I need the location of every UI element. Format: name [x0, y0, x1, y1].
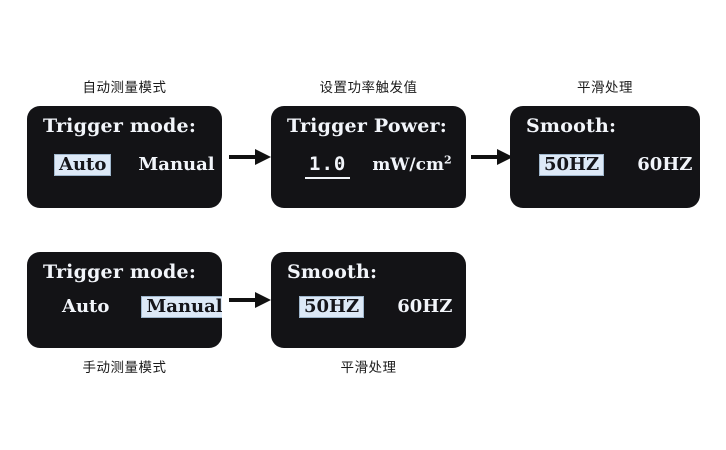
option-row: 50HZ 60HZ	[510, 154, 700, 176]
screen-title: Smooth:	[526, 115, 617, 137]
caption-manual-measurement-mode: 手动测量模式	[82, 360, 167, 376]
trigger-power-value[interactable]: 1.0	[305, 155, 351, 179]
arrow-right-icon	[229, 149, 271, 165]
screen-title: Trigger mode:	[43, 115, 197, 137]
option-row: 50HZ 60HZ	[271, 296, 466, 318]
caption-smooth-top: 平滑处理	[577, 80, 633, 96]
option-manual[interactable]: Manual	[141, 296, 222, 318]
arrow-right-icon	[471, 149, 513, 165]
option-manual[interactable]: Manual	[138, 154, 215, 175]
option-50hz[interactable]: 50HZ	[539, 154, 605, 176]
caption-smooth-bottom: 平滑处理	[340, 360, 397, 376]
screen-title: Trigger Power:	[287, 115, 447, 137]
option-auto[interactable]: Auto	[62, 296, 110, 317]
option-60hz[interactable]: 60HZ	[397, 296, 453, 317]
value-row: 1.0 mW/cm2	[271, 154, 466, 179]
screen-smooth-top[interactable]: Smooth: 50HZ 60HZ	[510, 106, 700, 208]
screen-smooth-bottom[interactable]: Smooth: 50HZ 60HZ	[271, 252, 466, 348]
option-row: Auto Manual	[27, 154, 222, 176]
unit-exponent: 2	[443, 153, 452, 167]
option-row: Auto Manual	[27, 296, 222, 318]
caption-auto-measurement-mode: 自动测量模式	[82, 80, 167, 96]
trigger-power-unit: mW/cm2	[372, 154, 451, 175]
screen-title: Trigger mode:	[43, 261, 197, 283]
option-50hz[interactable]: 50HZ	[299, 296, 365, 318]
option-auto[interactable]: Auto	[54, 154, 112, 176]
screen-trigger-mode-auto[interactable]: Trigger mode: Auto Manual	[27, 106, 222, 208]
screen-title: Smooth:	[287, 261, 378, 283]
screen-trigger-mode-manual[interactable]: Trigger mode: Auto Manual	[27, 252, 222, 348]
caption-set-trigger-power: 设置功率触发值	[319, 80, 418, 96]
unit-text: mW/cm	[372, 155, 444, 175]
screen-trigger-power[interactable]: Trigger Power: 1.0 mW/cm2	[271, 106, 466, 208]
arrow-right-icon	[229, 292, 271, 308]
option-60hz[interactable]: 60HZ	[637, 154, 693, 175]
